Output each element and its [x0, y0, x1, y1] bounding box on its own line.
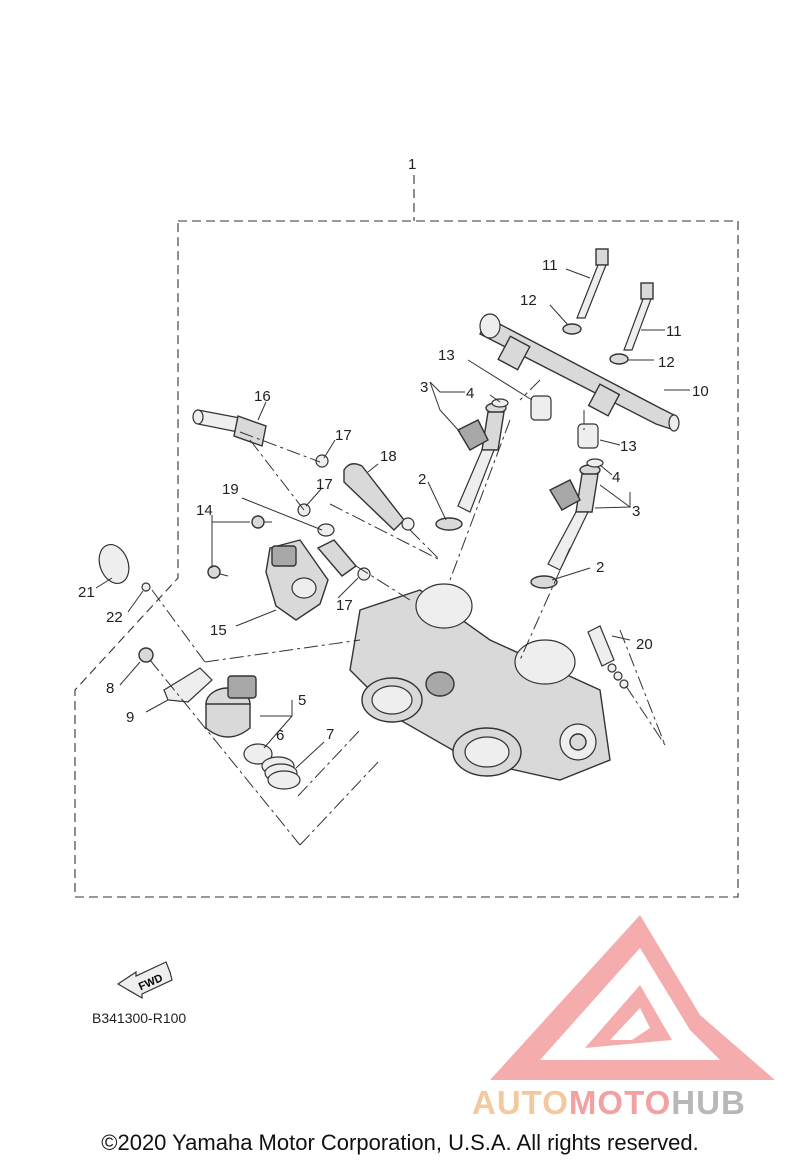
callout-4a: 4 [466, 385, 474, 402]
vacuum-hose [343, 463, 405, 531]
callout-12a: 12 [520, 292, 537, 309]
callout-14: 14 [196, 502, 213, 519]
callout-labels: 1 2 2 3 3 4 4 5 6 7 8 9 10 11 11 12 12 1… [78, 156, 709, 744]
bolt-lower [623, 282, 654, 351]
assembly-boundary [74, 220, 739, 898]
spring [261, 756, 301, 790]
clip [141, 582, 151, 592]
screw-sensor-upper [251, 515, 272, 529]
leader-lines [95, 268, 690, 769]
short-hose [316, 539, 358, 577]
callout-11a: 11 [542, 257, 558, 274]
callout-6: 6 [276, 727, 284, 744]
screw-sensor-lower [207, 565, 229, 579]
callout-4b: 4 [612, 469, 620, 486]
injector-right [530, 464, 601, 589]
fwd-arrow-icon: FWD [116, 961, 173, 1000]
rubber-cap [98, 544, 130, 584]
bolt-upper [576, 248, 609, 319]
injector-left [435, 402, 507, 531]
lever [163, 667, 213, 703]
callout-10: 10 [692, 383, 709, 400]
throttle-body [349, 583, 611, 781]
brand-moto: MOTO [568, 1084, 672, 1121]
callout-2a: 2 [418, 471, 426, 488]
clamp-d [357, 567, 371, 581]
callout-3b: 3 [632, 503, 640, 520]
callout-9: 9 [126, 709, 134, 726]
callout-13a: 13 [438, 347, 455, 364]
throttle-position-sensor [265, 539, 329, 621]
callout-7: 7 [326, 726, 334, 743]
callout-3a: 3 [420, 379, 428, 396]
callout-17b: 17 [316, 476, 333, 493]
callout-17c: 17 [336, 597, 353, 614]
callout-22: 22 [106, 609, 123, 626]
callout-15: 15 [210, 622, 227, 639]
screw-lever [138, 647, 154, 663]
fuel-rail [479, 313, 680, 432]
callout-21: 21 [78, 584, 95, 601]
damper-left [530, 395, 552, 421]
callout-12b: 12 [658, 354, 675, 371]
brand-auto: AUTO [472, 1084, 569, 1121]
callout-11b: 11 [666, 323, 682, 340]
callout-2b: 2 [596, 559, 604, 576]
o-ring-right [586, 458, 604, 468]
copyright-notice: ©2020 Yamaha Motor Corporation, U.S.A. A… [101, 1130, 699, 1155]
callout-5: 5 [298, 692, 306, 709]
callout-13b: 13 [620, 438, 637, 455]
watermark-brand: AUTOMOTOHUB [472, 1084, 746, 1122]
automotohub-logo-icon [490, 915, 775, 1080]
damper-right [577, 423, 599, 449]
washer-lower [609, 353, 629, 365]
callout-1: 1 [408, 156, 416, 173]
callout-17a: 17 [335, 427, 352, 444]
callout-19: 19 [222, 481, 239, 498]
o-ring-left [491, 398, 509, 408]
solenoid-valve [205, 675, 257, 738]
assembly-guides [149, 379, 666, 846]
hose-fitting [192, 409, 267, 447]
callout-16: 16 [254, 388, 271, 405]
callout-8: 8 [106, 680, 114, 697]
diagram-code: B341300-R100 [92, 1010, 187, 1026]
callout-18: 18 [380, 448, 397, 465]
o-ring-solenoid [243, 743, 273, 765]
clamp-b [401, 517, 415, 531]
washer-upper [562, 323, 582, 335]
brand-hub: HUB [671, 1084, 746, 1121]
idle-adjust-screw [587, 625, 629, 689]
callout-20: 20 [636, 636, 653, 653]
